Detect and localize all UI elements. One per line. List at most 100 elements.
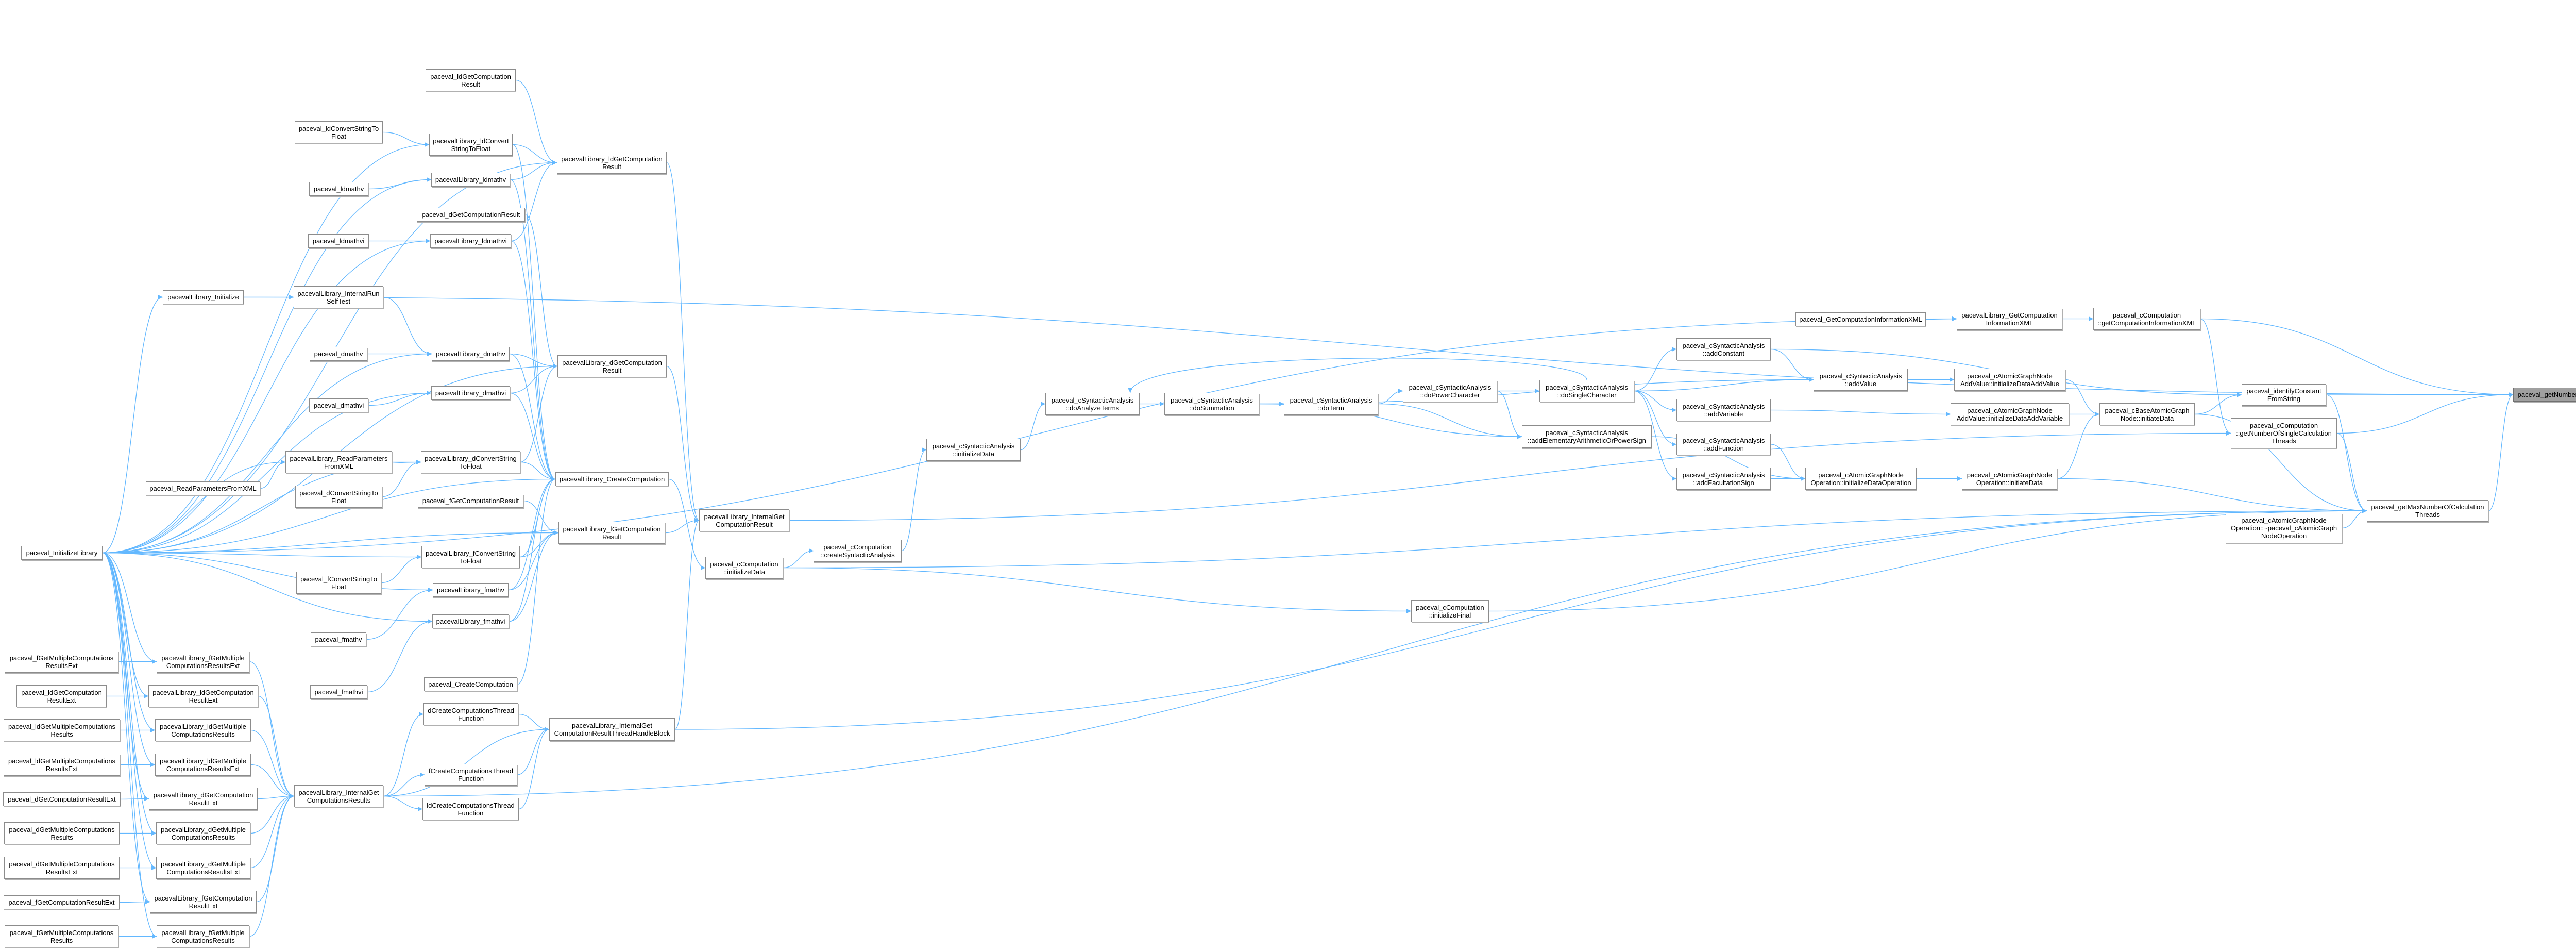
graph-node[interactable]: dCreateComputationsThread Function (423, 703, 518, 725)
call-edge (102, 239, 431, 554)
graph-node[interactable]: pacevalLibrary_ldmathv (431, 173, 510, 187)
graph-node[interactable]: fCreateComputationsThread Function (425, 764, 517, 786)
graph-node[interactable]: paceval_dConvertStringTo Float (295, 486, 382, 508)
graph-node[interactable]: pacevalLibrary_GetComputation Informatio… (1957, 308, 2062, 330)
call-edge (250, 764, 295, 798)
graph-node[interactable]: paceval_cComputation ::initializeData (705, 557, 783, 579)
call-edge (383, 772, 425, 797)
graph-node[interactable]: paceval_fGetComputationResultExt (4, 895, 120, 909)
graph-node[interactable]: paceval_fGetMultipleComputations Results… (5, 651, 118, 673)
graph-node[interactable]: paceval_dGetComputationResult (417, 208, 525, 222)
graph-node[interactable]: paceval_cAtomicGraphNode Operation::~pac… (2226, 513, 2342, 543)
graph-node[interactable]: paceval_cComputation ::createSyntacticAn… (814, 540, 902, 562)
graph-node[interactable]: paceval_dGetComputationResultExt (3, 792, 121, 806)
graph-node[interactable]: pacevalLibrary_fGetMultiple Computations… (157, 925, 249, 947)
graph-root-node[interactable]: paceval_getNumberOfCores (2513, 388, 2576, 402)
graph-node[interactable]: paceval_cSyntacticAnalysis ::doAnalyzeTe… (1045, 393, 1140, 415)
graph-node[interactable]: paceval_cSyntacticAnalysis ::addValue (1814, 369, 1908, 391)
graph-node[interactable]: pacevalLibrary_ReadParameters FromXML (285, 451, 392, 473)
graph-node[interactable]: paceval_ReadParametersFromXML (146, 481, 260, 495)
call-edge (674, 518, 700, 730)
call-edge (102, 177, 432, 554)
graph-node[interactable]: paceval_dmathvi (309, 398, 368, 412)
graph-node[interactable]: paceval_cSyntacticAnalysis ::doSummation (1164, 393, 1259, 415)
graph-node[interactable]: paceval_cSyntacticAnalysis ::addFunction (1676, 434, 1771, 455)
graph-node[interactable]: paceval_cAtomicGraphNode AddValue::initi… (1954, 369, 2065, 391)
graph-node[interactable]: paceval_cComputation ::initializeFinal (1411, 600, 1489, 622)
graph-node[interactable]: paceval_fmathv (311, 632, 366, 646)
graph-node[interactable]: paceval_cAtomicGraphNode Operation::init… (1805, 468, 1917, 490)
call-edge (367, 619, 433, 693)
graph-node[interactable]: paceval_GetComputationInformationXML (1795, 312, 1926, 326)
graph-node[interactable]: paceval_dmathv (310, 347, 367, 361)
graph-node[interactable]: pacevalLibrary_Initialize (163, 290, 244, 304)
graph-node[interactable]: paceval_ldGetComputation ResultExt (16, 685, 107, 707)
graph-node[interactable]: paceval_cSyntacticAnalysis ::doPowerChar… (1403, 380, 1497, 402)
graph-node[interactable]: paceval_fConvertStringTo Float (296, 572, 381, 594)
call-edge (1497, 390, 1522, 439)
graph-node[interactable]: paceval_cSyntacticAnalysis ::addVariable (1676, 399, 1771, 421)
graph-node[interactable]: paceval_fmathvi (310, 685, 367, 699)
graph-node[interactable]: paceval_CreateComputation (424, 677, 517, 691)
graph-node[interactable]: pacevalLibrary_dGetComputation Result (557, 355, 667, 377)
graph-node[interactable]: pacevalLibrary_dConvertString ToFloat (421, 451, 520, 473)
graph-node[interactable]: paceval_ldmathv (309, 182, 368, 196)
graph-node[interactable]: paceval_dGetMultipleComputations Results (4, 822, 120, 844)
graph-node[interactable]: pacevalLibrary_InternalGet ComputationRe… (549, 718, 675, 741)
graph-node[interactable]: pacevalLibrary_ldGetComputation ResultEx… (148, 685, 258, 707)
call-edge (2200, 318, 2231, 436)
call-edge (509, 353, 556, 481)
call-edge (508, 477, 556, 591)
call-edge (368, 177, 432, 190)
graph-node[interactable]: paceval_cSyntacticAnalysis ::doSingleCha… (1539, 380, 1634, 402)
graph-node[interactable]: paceval_cSyntacticAnalysis ::addConstant (1676, 338, 1771, 360)
graph-node[interactable]: pacevalLibrary_fConvertString ToFloat (421, 546, 520, 568)
graph-node[interactable]: pacevalLibrary_InternalGet ComputationsR… (294, 785, 383, 807)
graph-node[interactable]: pacevalLibrary_InternalGet ComputationRe… (699, 509, 789, 531)
graph-node[interactable]: pacevalLibrary_ldmathvi (430, 234, 511, 248)
graph-node[interactable]: paceval_cComputation ::getNumberOfSingle… (2231, 418, 2337, 448)
graph-node[interactable]: pacevalLibrary_InternalRun SelfTest (294, 286, 383, 308)
graph-node[interactable]: paceval_ldConvertStringTo Float (295, 121, 383, 143)
graph-node[interactable]: pacevalLibrary_fmathv (433, 583, 509, 597)
graph-node[interactable]: pacevalLibrary_fGetMultiple Computations… (157, 651, 249, 673)
graph-node[interactable]: paceval_getMaxNumberOfCalculation Thread… (2367, 500, 2488, 522)
graph-node[interactable]: pacevalLibrary_fmathvi (432, 614, 509, 628)
graph-node[interactable]: paceval_cSyntacticAnalysis ::initializeD… (926, 439, 1021, 461)
graph-node[interactable]: pacevalLibrary_dGetMultiple Computations… (156, 822, 250, 844)
graph-node[interactable]: pacevalLibrary_fGetComputation ResultExt (150, 891, 257, 913)
graph-node[interactable]: paceval_cAtomicGraphNode AddValue::initi… (1951, 403, 2069, 425)
graph-node[interactable]: ldCreateComputationsThread Function (422, 798, 519, 820)
call-edge (789, 431, 2231, 521)
graph-node[interactable]: paceval_cBaseAtomicGraph Node::initiateD… (2099, 403, 2195, 425)
graph-node[interactable]: paceval_cComputation ::getComputationInf… (2093, 308, 2200, 330)
graph-node[interactable]: pacevalLibrary_ldConvert StringToFloat (429, 134, 513, 156)
graph-node[interactable]: paceval_dGetMultipleComputations Results… (4, 857, 120, 879)
graph-node[interactable]: pacevalLibrary_dGetComputation ResultExt (149, 788, 258, 810)
call-edge (102, 552, 433, 624)
graph-node[interactable]: paceval_ldmathvi (308, 234, 369, 248)
graph-node[interactable]: paceval_InitializeLibrary (21, 546, 103, 560)
call-edge (102, 552, 157, 870)
graph-node[interactable]: pacevalLibrary_fGetComputation Result (558, 522, 665, 544)
graph-node[interactable]: pacevalLibrary_ldGetMultiple Computation… (155, 719, 251, 741)
graph-node[interactable]: paceval_ldGetMultipleComputations Result… (4, 754, 120, 776)
graph-node[interactable]: paceval_identifyConstant FromString (2242, 384, 2326, 406)
call-edge (250, 794, 295, 869)
graph-node[interactable]: paceval_cSyntacticAnalysis ::addElementa… (1522, 425, 1652, 448)
call-edge (2200, 318, 2514, 397)
graph-node[interactable]: paceval_fGetMultipleComputations Results (5, 925, 118, 947)
graph-node[interactable]: paceval_cSyntacticAnalysis ::addFacultat… (1676, 468, 1771, 490)
graph-node[interactable]: pacevalLibrary_dGetMultiple Computations… (156, 857, 250, 879)
graph-node[interactable]: paceval_cAtomicGraphNode Operation::init… (1962, 468, 2057, 490)
graph-node[interactable]: pacevalLibrary_dmathvi (431, 386, 510, 400)
graph-node[interactable]: pacevalLibrary_dmathv (432, 347, 510, 361)
graph-node[interactable]: paceval_cSyntacticAnalysis ::doTerm (1284, 393, 1378, 415)
graph-node[interactable]: paceval_ldGetMultipleComputations Result… (4, 719, 120, 741)
call-edge (102, 552, 433, 592)
graph-node[interactable]: pacevalLibrary_CreateComputation (555, 472, 669, 486)
graph-node[interactable]: paceval_ldGetComputation Result (426, 69, 516, 91)
graph-node[interactable]: pacevalLibrary_ldGetMultiple Computation… (155, 754, 251, 776)
graph-node[interactable]: paceval_fGetComputationResult (418, 494, 523, 508)
graph-node[interactable]: pacevalLibrary_ldGetComputation Result (557, 152, 667, 174)
